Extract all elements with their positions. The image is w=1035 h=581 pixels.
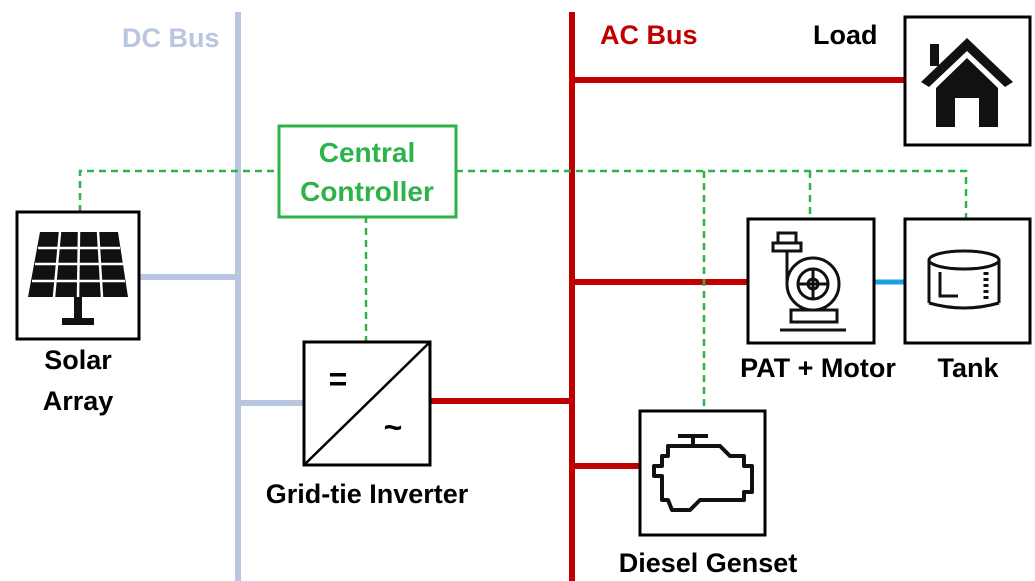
central-controller-box (277, 124, 458, 219)
dc-bus-label: DC Bus (122, 23, 220, 53)
house-icon (921, 38, 1013, 127)
inverter-ac-symbol: ~ (384, 409, 403, 445)
central-controller-label-line2: Controller (300, 176, 434, 207)
diesel-genset-box (638, 409, 767, 537)
pat-motor-label: PAT + Motor (740, 353, 896, 383)
solar-array-label-line1: Solar (44, 345, 112, 375)
tank-box (903, 217, 1032, 345)
control-lines (78, 169, 968, 411)
load-label: Load (813, 20, 878, 50)
diesel-genset-label: Diesel Genset (619, 548, 798, 578)
solar-array-label-line2: Array (43, 386, 114, 416)
inverter-label: Grid-tie Inverter (266, 479, 469, 509)
engine-icon (652, 434, 754, 512)
tank-label: Tank (937, 353, 999, 383)
pump-icon (771, 231, 846, 332)
inverter-diagonal (303, 341, 431, 466)
ac-bus-label: AC Bus (600, 20, 698, 50)
solar-panel-icon (28, 231, 128, 325)
tank-icon (927, 249, 1001, 310)
inverter-dc-symbol: = (329, 361, 348, 397)
central-controller-label-line1: Central (319, 137, 415, 168)
